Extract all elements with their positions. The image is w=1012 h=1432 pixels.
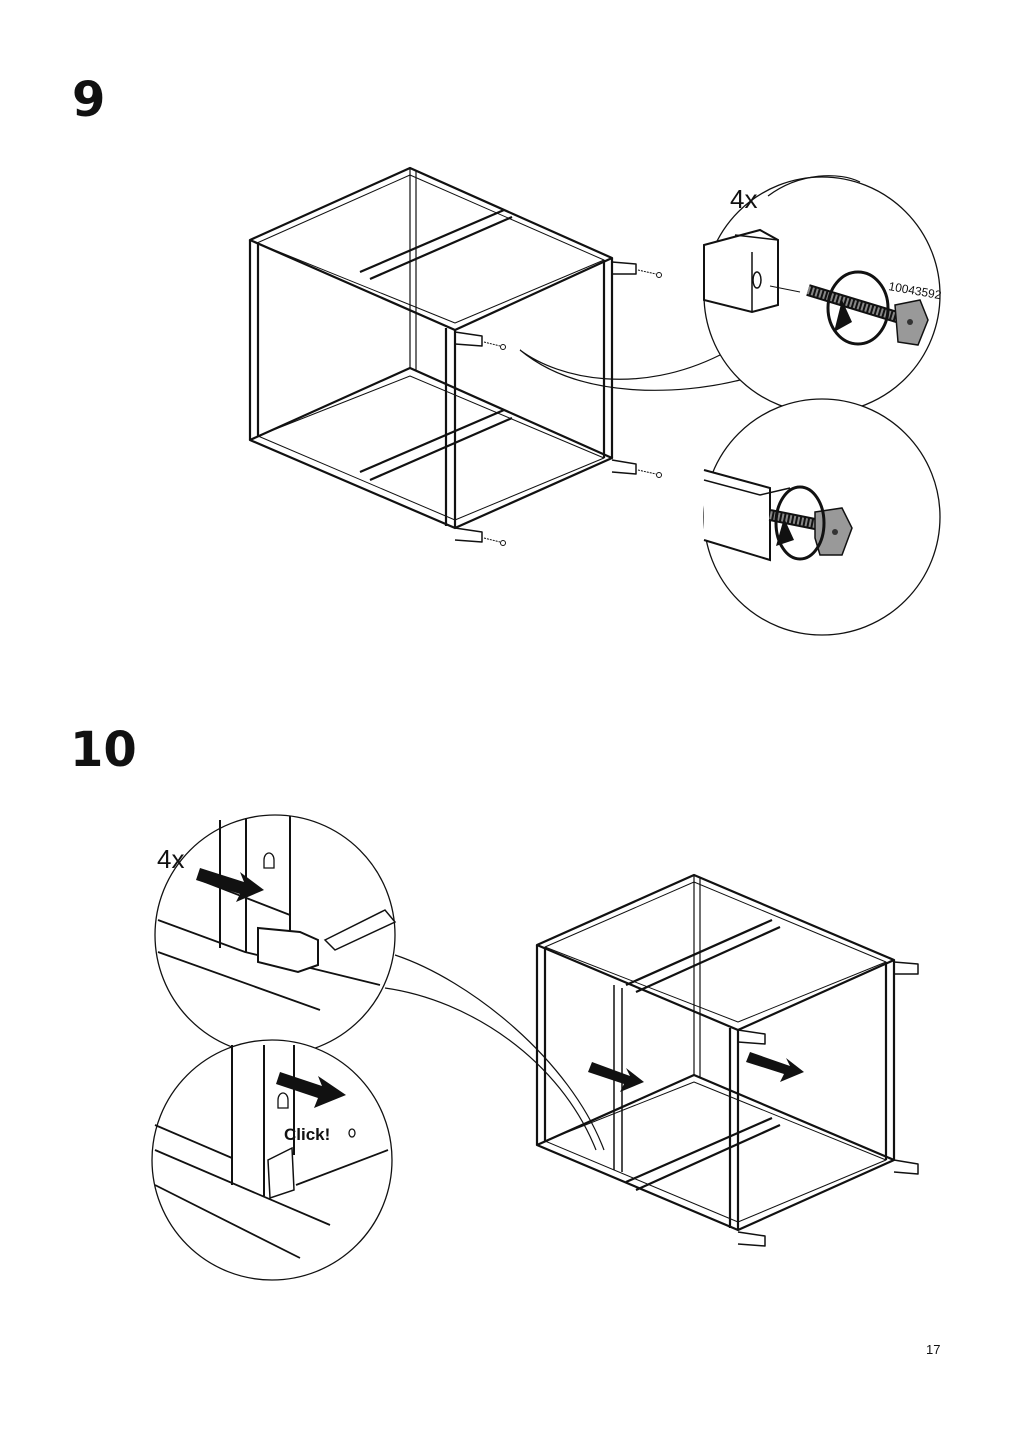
- step-10-frame: [535, 873, 919, 1247]
- step-10-detail-circle-top: [154, 814, 397, 1056]
- step-10-number: 10: [70, 722, 137, 778]
- push-arrow-icon: [196, 868, 264, 902]
- step-10-quantity: 4x: [157, 844, 184, 874]
- step-10-pointer: [384, 954, 605, 1151]
- insert-arrow-icon: [746, 1052, 804, 1082]
- push-arrow-icon: [276, 1072, 346, 1108]
- click-callout: Click!: [284, 1125, 330, 1144]
- step-9-pointer: [519, 349, 741, 391]
- insert-arrow-icon: [588, 1062, 644, 1092]
- step-9-detail-circle-bottom: [703, 398, 941, 636]
- step-9-quantity: 4x: [730, 184, 757, 214]
- step-9-detail-circle-top: [703, 176, 941, 414]
- step-10-detail-circle-bottom: [151, 1039, 393, 1281]
- step-9-frame: [248, 166, 662, 546]
- page-number: 17: [926, 1342, 941, 1357]
- step-9-number: 9: [72, 72, 106, 128]
